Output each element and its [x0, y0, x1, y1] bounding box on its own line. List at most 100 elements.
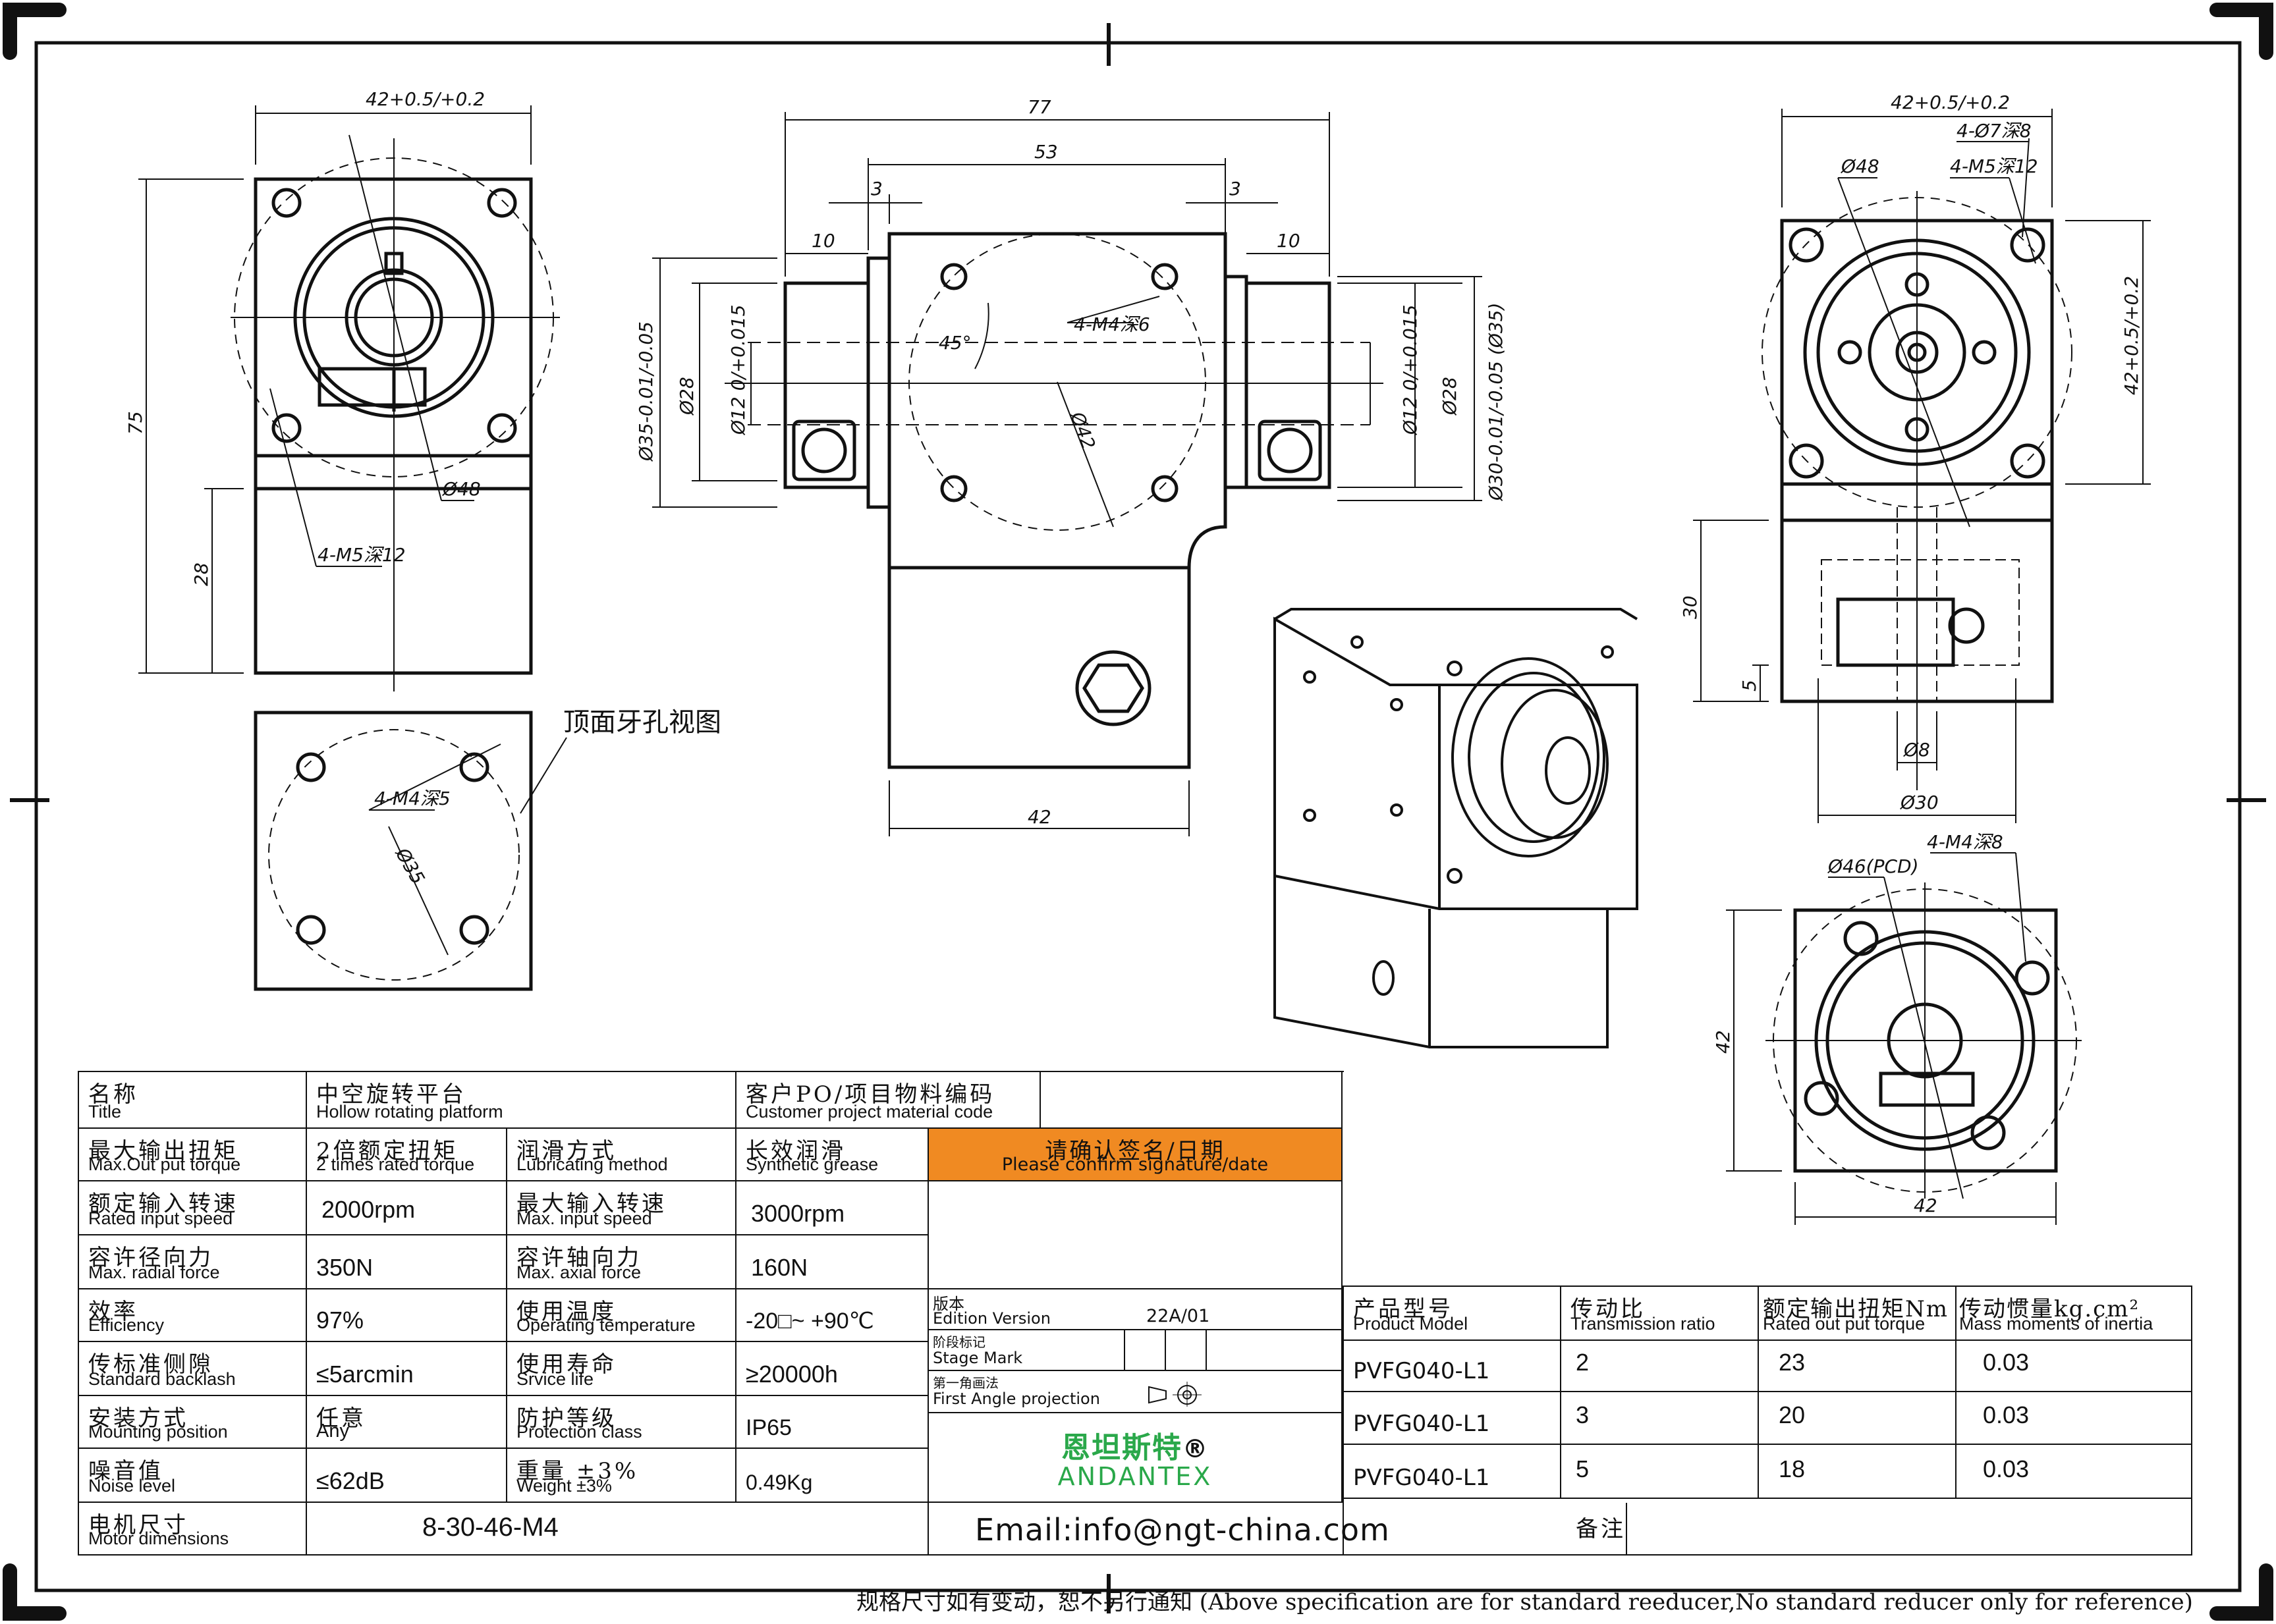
row2-torque-cell: 20 — [1759, 1392, 1957, 1445]
dim-d30-w: Ø30 — [1900, 792, 1939, 813]
axial-force-zh: 容许轴向力 — [516, 1245, 642, 1271]
stage-en: Stage Mark — [933, 1349, 1023, 1367]
top-view-label: 顶面牙孔视图 — [563, 707, 721, 738]
row2-inertia-cell: 0.03 — [1957, 1392, 2192, 1445]
life-value: ≥20000h — [746, 1361, 838, 1388]
signature-area[interactable] — [929, 1181, 1343, 1289]
mounting-value-zh: 任意 — [316, 1405, 366, 1432]
efficiency-value: 97% — [316, 1307, 364, 1334]
row3-model: PVFG040-L1 — [1353, 1465, 1490, 1491]
row3-inertia-cell: 0.03 — [1957, 1445, 2192, 1499]
max-input-speed-value: 3000rpm — [751, 1200, 845, 1227]
noise-cell: 噪音值 Noise level — [79, 1449, 307, 1503]
dim-42-h: 42 — [1914, 1195, 1937, 1216]
axial-force-cell: 容许轴向力 Max. axial force — [507, 1235, 736, 1289]
mounting-zh: 安装方式 — [88, 1405, 188, 1432]
dim-m4-8: 4-M4深8 — [1927, 831, 2003, 853]
edition-cell: 版本 Edition Version 22A/01 — [929, 1289, 1343, 1330]
motor-value: 8-30-46-M4 — [422, 1513, 559, 1542]
backlash-en: Standard backlash — [88, 1369, 236, 1389]
row1-torque-cell: 23 — [1759, 1341, 1957, 1392]
weight-en: Weight ±3% — [516, 1476, 612, 1496]
dim-m4-6: 4-M4深6 — [1074, 313, 1150, 335]
confirm-zh: 请确认签名/日期 — [1045, 1138, 1225, 1164]
radial-force-en: Max. radial force — [88, 1262, 220, 1282]
table-row: PVFG040-L1 — [1344, 1445, 1561, 1499]
dim-d28-b: Ø28 — [1439, 377, 1460, 416]
email-cell: Email:info@ngt-china.com — [929, 1503, 1627, 1556]
lubrication-zh: 润滑方式 — [516, 1138, 617, 1164]
temperature-en: Operating temperature — [516, 1315, 696, 1335]
max-out-torque-zh: 最大输出扭矩 — [88, 1138, 238, 1164]
footer-note: 规格尺寸如有变动，恕不另行通知 (Above specification are… — [856, 1589, 2193, 1615]
projection-en: First Angle projection — [933, 1390, 1100, 1408]
torque-header-en: Rated out put torque — [1763, 1314, 1926, 1334]
dim-d8: Ø8 — [1903, 739, 1930, 761]
title-value-en: Hollow rotating platform — [316, 1102, 503, 1122]
axial-force-en: Max. axial force — [516, 1262, 642, 1282]
lubrication-value-cell: 长效润滑 Synthetic grease — [736, 1129, 929, 1181]
rated-input-speed-value-cell: 2000rpm — [307, 1181, 507, 1235]
torque-header: 额定输出扭矩Nm Rated out put torque — [1759, 1287, 1957, 1341]
row1-ratio: 2 — [1576, 1349, 1590, 1376]
row3-torque: 18 — [1779, 1455, 1806, 1482]
title-label-en: Title — [88, 1102, 122, 1122]
life-cell: 使用寿命 Srvice life — [507, 1342, 736, 1396]
weight-value-cell: 0.49Kg — [736, 1449, 929, 1503]
projection-zh: 第一角画法 — [933, 1375, 999, 1391]
remarks-label: 备注 — [1576, 1516, 1626, 1542]
dim-42-left: 42+0.5/+0.2 — [366, 88, 485, 110]
row1-inertia: 0.03 — [1983, 1349, 2030, 1376]
title-label-cell: 名称 Title — [79, 1072, 307, 1129]
first-angle-projection-icon — [1148, 1382, 1202, 1407]
axial-force-value: 160N — [751, 1254, 808, 1281]
weight-cell: 重量 ±3% Weight ±3% — [507, 1449, 736, 1503]
dim-3b: 3 — [1229, 178, 1241, 200]
row1-inertia-cell: 0.03 — [1957, 1341, 2192, 1392]
table-row: PVFG040-L1 — [1344, 1341, 1561, 1392]
row3-ratio-cell: 5 — [1561, 1445, 1759, 1499]
row1-ratio-cell: 2 — [1561, 1341, 1759, 1392]
row2-ratio-cell: 3 — [1561, 1392, 1759, 1445]
dim-28: 28 — [190, 562, 212, 586]
model-header-zh: 产品型号 — [1353, 1296, 1453, 1322]
motor-en: Motor dimensions — [88, 1529, 229, 1548]
remarks-cell[interactable]: 备注 — [1549, 1499, 2192, 1556]
edition-en: Edition Version — [933, 1309, 1051, 1328]
confirm-signature-cell[interactable]: 请确认签名/日期 Please confirm signature/date — [929, 1129, 1343, 1181]
email-text[interactable]: Email:info@ngt-china.com — [975, 1512, 1390, 1548]
dim-d42-front: Ø42 — [1066, 408, 1099, 452]
dim-d35: Ø35 — [391, 844, 429, 888]
dim-45deg: 45° — [939, 332, 972, 354]
rated-input-speed-zh: 额定输入转速 — [88, 1191, 238, 1217]
dim-d30-shaft: Ø30-0.01/-0.05 (Ø35) — [1485, 303, 1507, 501]
temperature-zh: 使用温度 — [516, 1299, 617, 1325]
weight-zh: 重量 ±3% — [516, 1458, 639, 1484]
dim-53: 53 — [1034, 141, 1058, 163]
customer-cell: 客户PO/项目物料编码 Customer project material co… — [736, 1072, 1041, 1129]
noise-value-cell: ≤62dB — [307, 1449, 507, 1503]
rated-input-speed-cell: 额定输入转速 Rated input speed — [79, 1181, 307, 1235]
max-input-speed-en: Max. input speed — [516, 1208, 652, 1228]
noise-en: Noise level — [88, 1476, 176, 1496]
dim-d7-8: 4-Ø7深8 — [1957, 120, 2032, 142]
dim-30-h: 30 — [1679, 595, 1701, 619]
row3-inertia: 0.03 — [1983, 1455, 2030, 1482]
temperature-value-cell: -20□~ +90℃ — [736, 1289, 929, 1342]
max-input-speed-zh: 最大输入转速 — [516, 1191, 667, 1217]
max-out-torque-en: Max.Out put torque — [88, 1154, 241, 1174]
dim-d12-b: Ø12 0/+0.015 — [1399, 305, 1421, 435]
model-header: 产品型号 Product Model — [1344, 1287, 1561, 1341]
row2-model: PVFG040-L1 — [1353, 1411, 1490, 1437]
backlash-value: ≤5arcmin — [316, 1361, 414, 1388]
noise-value: ≤62dB — [316, 1467, 385, 1494]
mounting-cell: 安装方式 Mounting position — [79, 1396, 307, 1449]
customer-value-cell[interactable] — [1041, 1072, 1343, 1129]
dim-10a: 10 — [812, 230, 835, 252]
inertia-header-zh: 传动惯量kg.cm² — [1959, 1296, 2140, 1322]
table-row: PVFG040-L1 — [1344, 1392, 1561, 1445]
dim-d35-shaft: Ø35-0.01/-0.05 — [635, 321, 657, 462]
efficiency-en: Efficiency — [88, 1315, 165, 1335]
ratio-header-en: Transmission ratio — [1570, 1314, 1715, 1334]
